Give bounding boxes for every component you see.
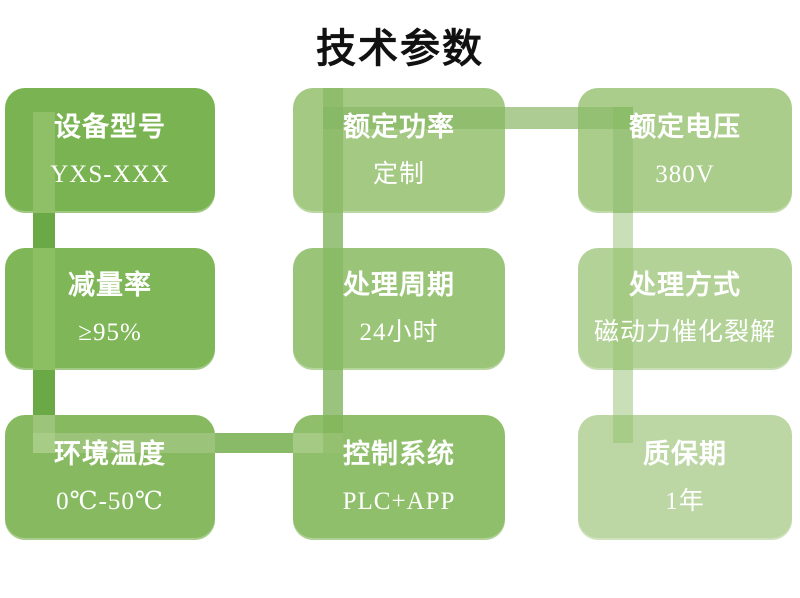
param-value: YXS-XXX xyxy=(50,160,170,188)
param-label: 额定功率 xyxy=(343,111,455,142)
connector-segment xyxy=(613,129,633,213)
connector-segment xyxy=(33,112,55,213)
connector-segment xyxy=(613,248,633,370)
connector-segment xyxy=(613,107,633,129)
connector-segment xyxy=(293,433,323,453)
connector-segment xyxy=(343,107,505,129)
connector-segment xyxy=(323,370,343,415)
connector-segment xyxy=(323,248,343,370)
param-box-warranty-period: 质保期 1年 xyxy=(578,415,792,540)
connector-segment xyxy=(323,415,343,433)
connector-segment xyxy=(323,88,343,107)
param-label: 减量率 xyxy=(68,270,152,301)
param-label: 环境温度 xyxy=(54,438,166,469)
param-label: 控制系统 xyxy=(343,438,455,469)
connector-segment xyxy=(33,370,55,415)
param-value: 0℃-50℃ xyxy=(56,487,164,515)
param-value: ≥95% xyxy=(78,319,142,347)
param-label: 额定电压 xyxy=(629,111,741,142)
connector-segment xyxy=(613,415,633,443)
param-value: 定制 xyxy=(372,160,425,188)
param-label: 处理周期 xyxy=(343,270,455,301)
connector-segment xyxy=(578,107,613,129)
param-value: 24小时 xyxy=(359,319,439,347)
connector-segment xyxy=(33,433,55,453)
param-box-treatment-method: 处理方式磁动力催化裂解 xyxy=(578,248,792,370)
param-label: 设备型号 xyxy=(54,111,166,142)
param-label: 质保期 xyxy=(643,438,727,469)
param-value: 380V xyxy=(655,160,715,188)
connector-segment xyxy=(323,433,343,453)
connector-segment xyxy=(613,370,633,415)
param-label: 处理方式 xyxy=(629,270,741,301)
connector-segment xyxy=(215,433,293,453)
connector-segment xyxy=(55,433,215,453)
connector-segment xyxy=(323,129,343,213)
connector-segment xyxy=(613,213,633,248)
connector-segment xyxy=(323,107,343,129)
connector-segment xyxy=(505,107,578,129)
connector-segment xyxy=(323,213,343,248)
connector-segment xyxy=(33,248,55,370)
connector-segment xyxy=(33,213,55,248)
connector-segment xyxy=(33,415,55,433)
param-value: PLC+APP xyxy=(342,487,456,515)
page-title: 技术参数 xyxy=(316,27,484,71)
param-value: 磁动力催化裂解 xyxy=(593,319,776,347)
param-value: 1年 xyxy=(665,487,705,515)
